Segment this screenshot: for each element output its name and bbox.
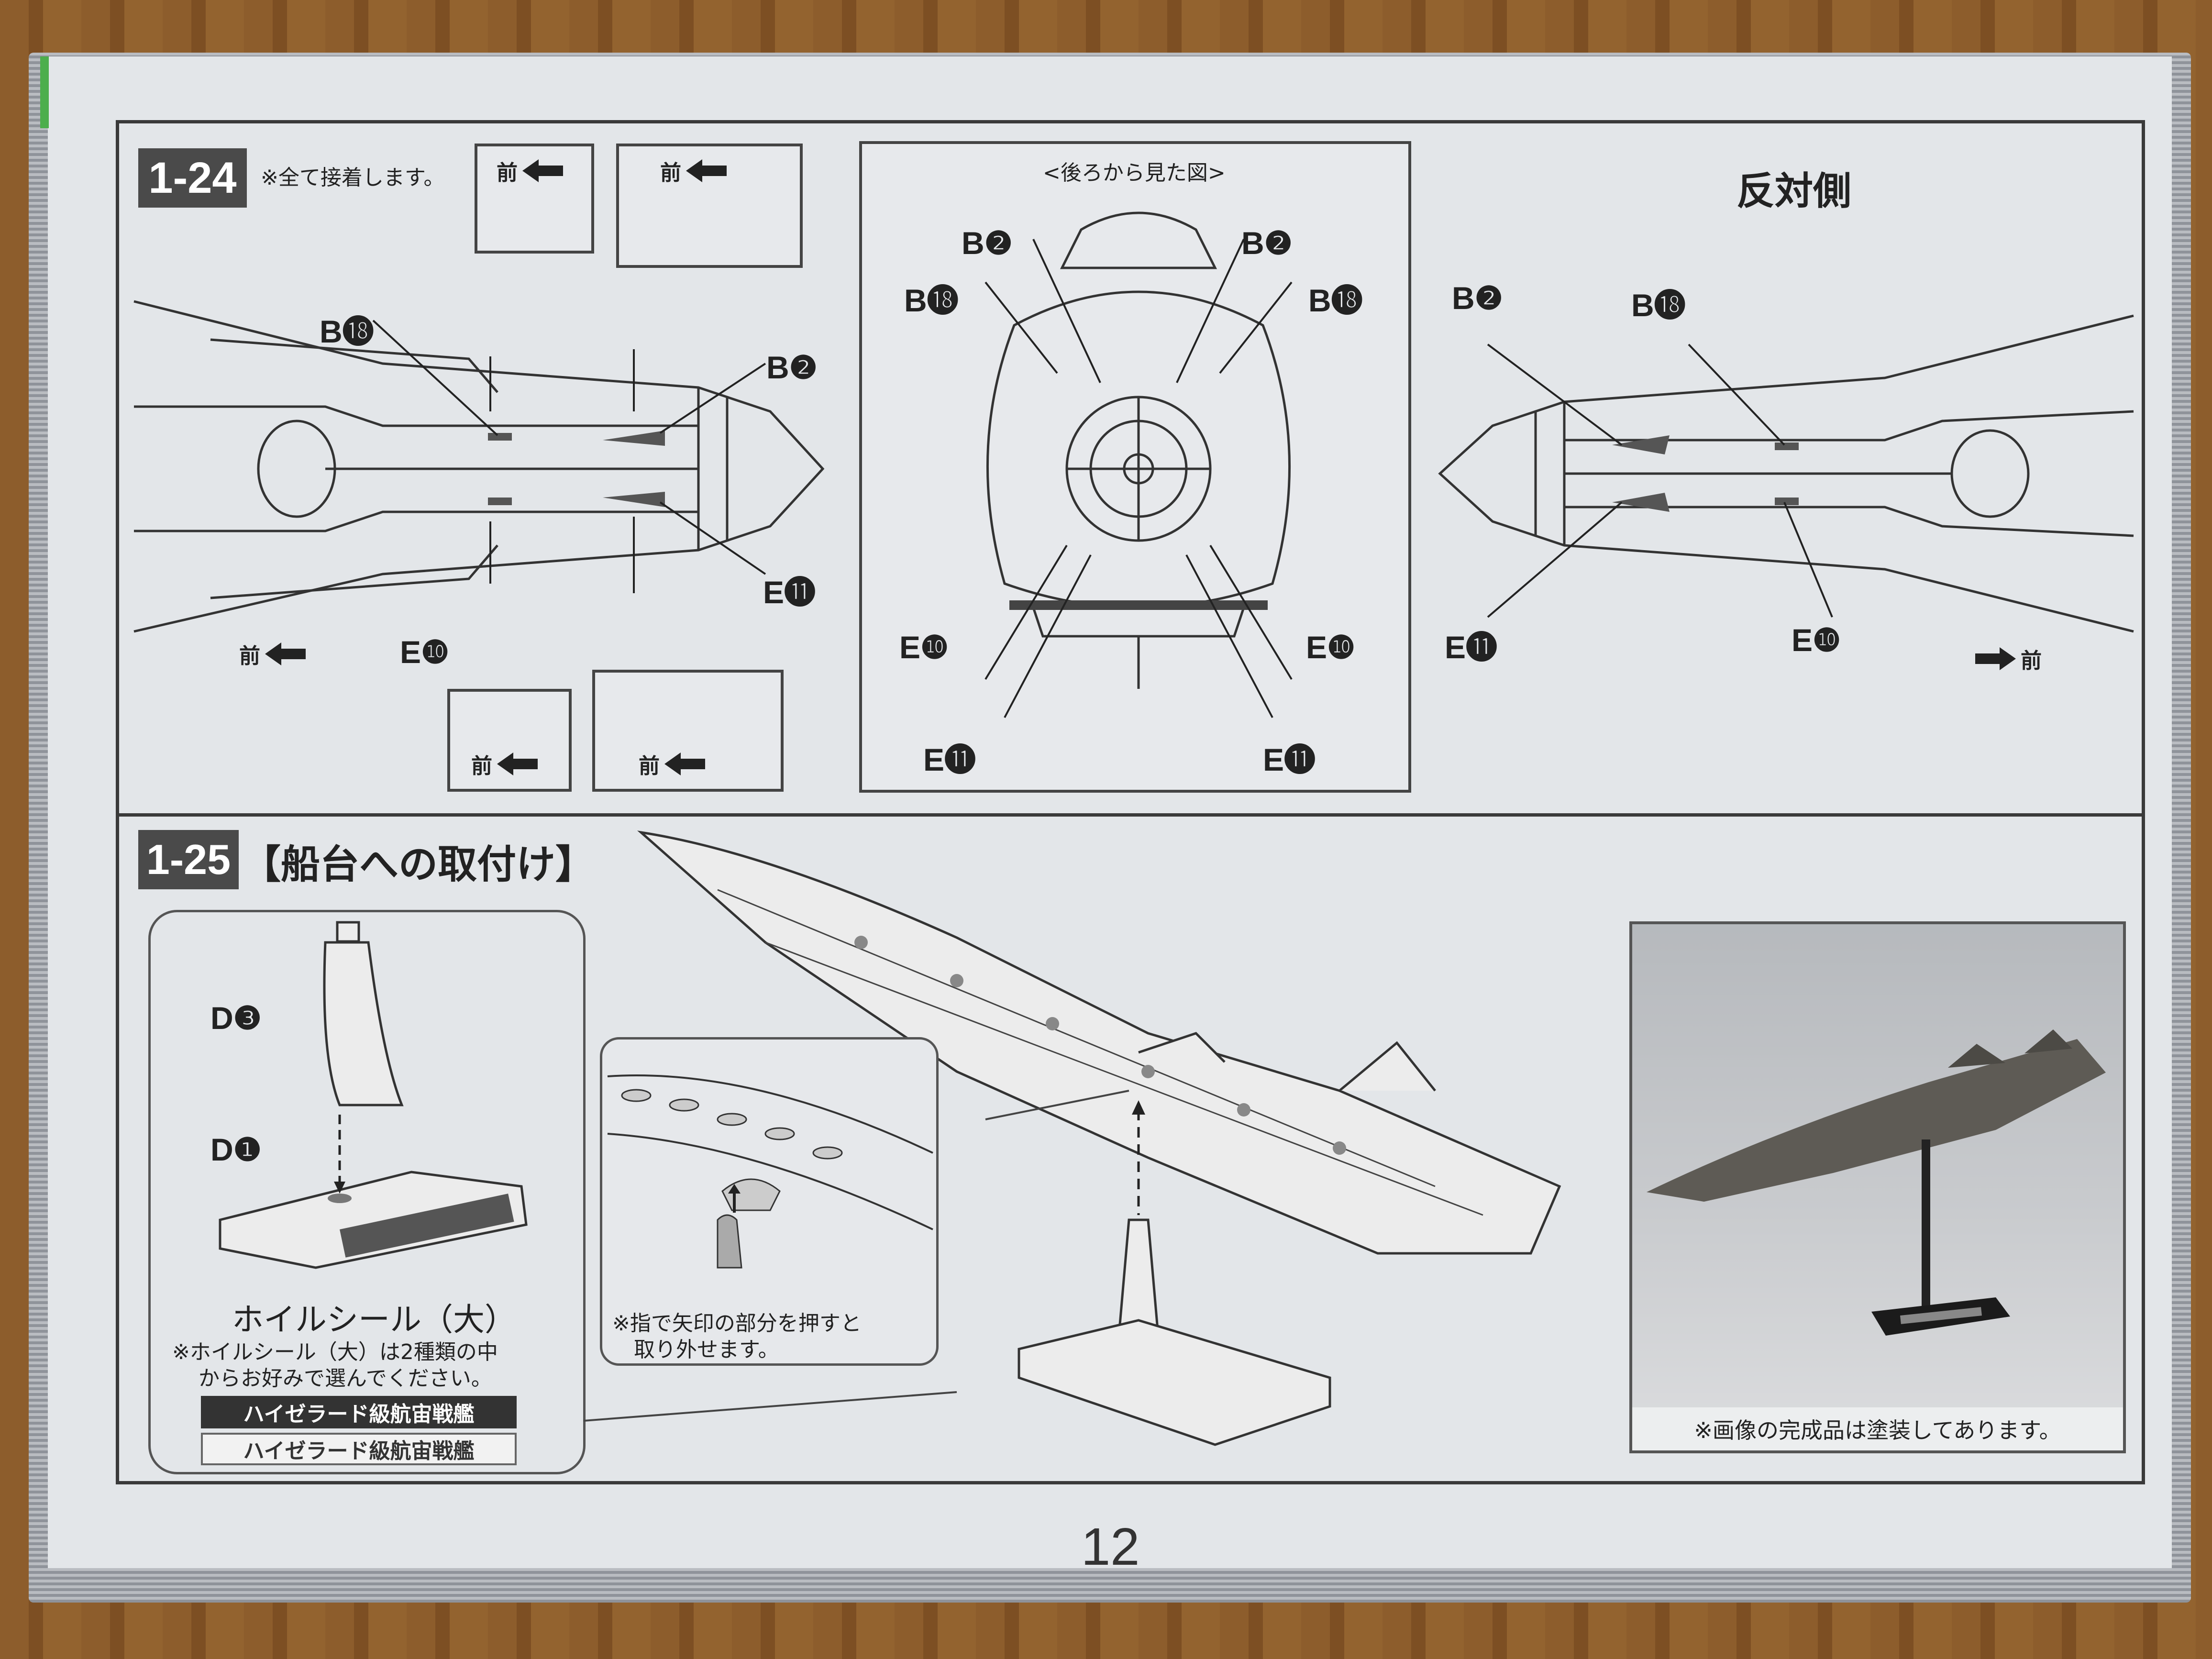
arrow-left-icon: [497, 752, 538, 775]
step-divider: [116, 813, 2145, 817]
finger-icon: [717, 1214, 742, 1269]
front-indicator: 前: [471, 749, 540, 779]
front-label: 前: [497, 161, 518, 185]
detail-box-e11-bottom: [592, 670, 784, 792]
release-detail-diagram: [607, 1074, 933, 1269]
opposite-side-title: 反対側: [1736, 168, 1851, 213]
part-label-b2: B❷: [1241, 225, 1293, 261]
step-badge-1-25: 1-25: [138, 830, 239, 889]
step-title: 【船台への取付け】: [242, 841, 595, 887]
glue-all-note: ※全て接着します。: [261, 166, 445, 190]
front-indicator: 前: [660, 155, 729, 186]
green-page-edge: [40, 56, 49, 128]
part-label-e10: E❿: [400, 634, 450, 670]
foil-sticker-note-line2: からお好みで選んでください。: [199, 1366, 492, 1391]
ship-top-view-diagram: [133, 300, 825, 633]
stand-assembly-box: [148, 910, 586, 1474]
part-label-e11: E⓫: [923, 742, 976, 777]
part-label-b2: B❷: [962, 225, 1013, 261]
front-indicator: 前: [639, 749, 707, 779]
ship-rear-view-diagram: [984, 211, 1293, 718]
part-label-e10: E❿: [1306, 630, 1356, 665]
ship-on-stand-diagram: [583, 830, 1561, 1446]
arrow-left-icon: [664, 752, 705, 775]
part-label-d1: D❶: [210, 1132, 262, 1167]
front-label: 前: [239, 644, 260, 668]
inset-note-line1: ※指で矢印の部分を押すと: [612, 1311, 862, 1336]
arrow-left-icon: [522, 159, 563, 182]
front-indicator: 前: [1973, 643, 2042, 674]
rear-view-box: [859, 141, 1411, 793]
front-indicator: 前: [239, 639, 308, 669]
part-label-e11: E⓫: [1263, 742, 1316, 777]
ship-opposite-side-diagram: [1438, 314, 2134, 633]
part-label-b18: B⓲: [1308, 283, 1363, 318]
part-label-b2: B❷: [1452, 280, 1503, 316]
part-label-e11: E⓫: [763, 575, 816, 610]
part-label-d3: D❸: [210, 1000, 262, 1036]
front-label: 前: [639, 754, 660, 778]
arrow-left-icon: [265, 642, 306, 665]
part-label-b18: B⓲: [320, 314, 374, 349]
part-label-e10: E❿: [899, 630, 949, 665]
rear-view-title: <後ろから見た図>: [1043, 161, 1226, 185]
front-label: 前: [471, 754, 492, 778]
sticker-option-light: ハイゼラード級航宙戦艦: [201, 1433, 517, 1465]
arrow-left-icon: [686, 159, 727, 182]
foil-sticker-label: ホイルシール（大）: [232, 1301, 516, 1338]
detail-box-b2-top: [616, 144, 803, 268]
front-label: 前: [2021, 649, 2042, 673]
finished-model-photo: ※画像の完成品は塗装してあります。: [1629, 921, 2126, 1453]
painted-ship-image: [1647, 1029, 2106, 1336]
front-indicator: 前: [497, 155, 565, 186]
stand-diagram: [219, 921, 528, 1269]
instruction-frame: [116, 120, 2145, 1484]
step-badge-1-24: 1-24: [138, 148, 247, 208]
arrow-right-icon: [1975, 647, 2016, 670]
page-number: 12: [1081, 1517, 1140, 1576]
foil-sticker-note-line1: ※ホイルシール（大）は2種類の中: [172, 1340, 498, 1364]
part-label-b18: B⓲: [1631, 288, 1686, 323]
part-label-e11: E⓫: [1445, 630, 1498, 665]
part-label-e10: E❿: [1792, 622, 1841, 658]
sticker-option-dark: ハイゼラード級航宙戦艦: [201, 1396, 517, 1428]
photo-caption: ※画像の完成品は塗装してあります。: [1632, 1407, 2123, 1450]
inset-note-line2: 取り外せます。: [634, 1338, 779, 1362]
part-label-b2: B❷: [766, 350, 818, 385]
part-label-b18: B⓲: [904, 283, 959, 318]
front-label: 前: [660, 161, 681, 185]
